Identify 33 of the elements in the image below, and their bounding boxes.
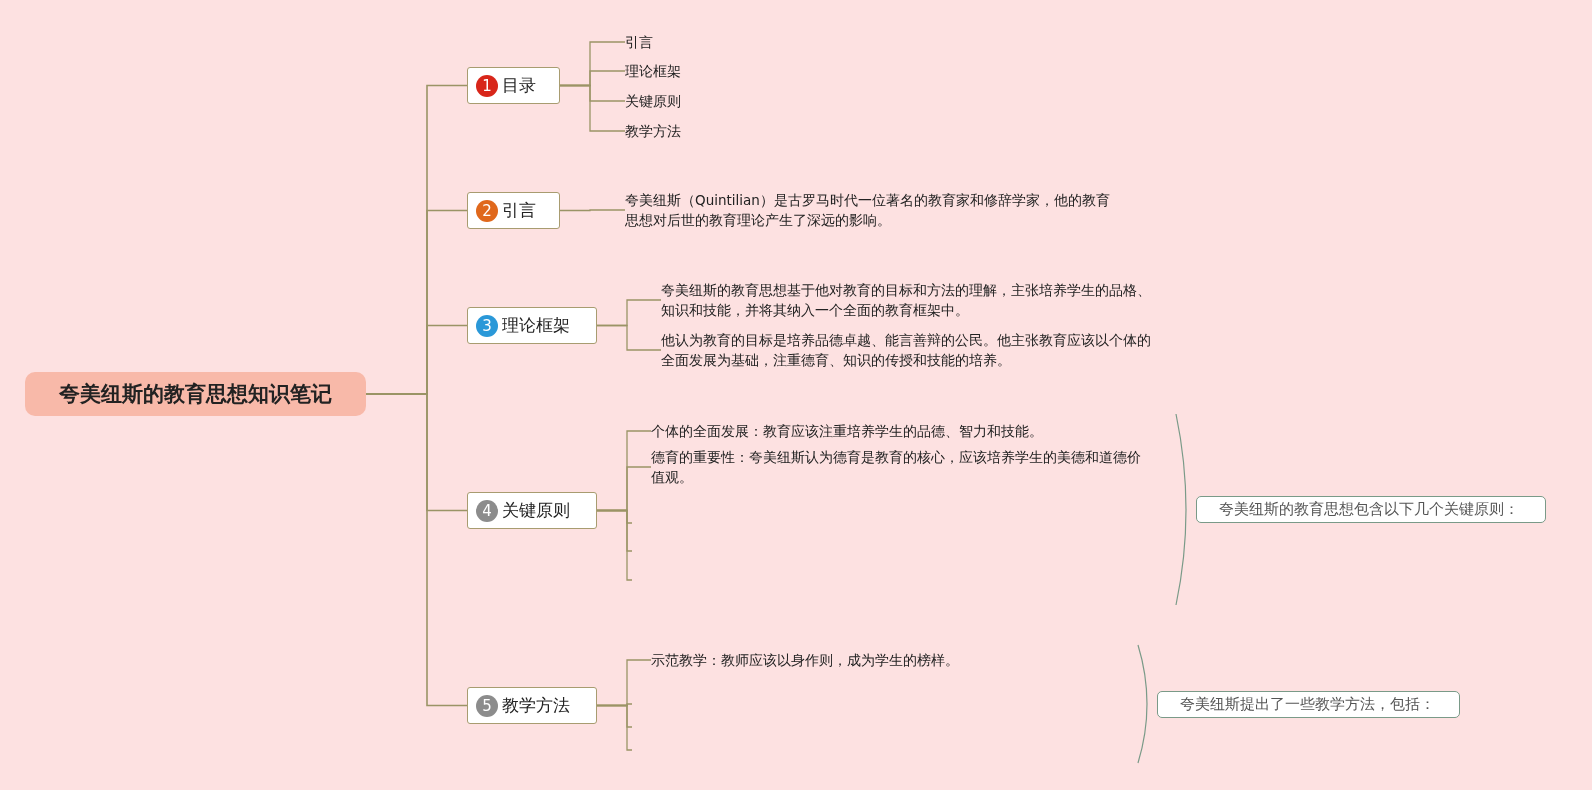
branch-text: 夸美纽斯的教育思想基于他对教育的目标和方法的理解，主张培养学生的品格、知识和技能，并将其纳入一个全面的教育框架中。	[661, 280, 1161, 320]
topic-label: 教学方法	[502, 694, 570, 717]
topic-box	[467, 307, 597, 344]
branch-text: 示范教学：教师应该以身作则，成为学生的榜样。	[651, 650, 1051, 670]
number-badge: 4	[476, 499, 498, 522]
branch-text: 他认为教育的目标是培养品德卓越、能言善辩的公民。他主张教育应该以个体的全面发展为基础，注重德育、知识的传授和技能的培养。	[661, 330, 1161, 370]
topic-label: 目录	[502, 74, 536, 97]
topic-box	[467, 492, 597, 529]
topic-label: 理论框架	[502, 314, 570, 337]
number-badge: 2	[476, 199, 498, 222]
branch-text: 个体的全面发展：教育应该注重培养学生的品德、智力和技能。	[651, 421, 1141, 441]
connector-line	[596, 509, 633, 581]
connector-line	[596, 704, 633, 751]
topic-label: 关键原则	[502, 499, 570, 522]
branch-text: 教学方法	[625, 121, 705, 141]
number-badge: 5	[476, 694, 498, 717]
topic-box	[467, 67, 560, 104]
summary-box: 夸美纽斯的教育思想包含以下几个关键原则：	[1196, 496, 1546, 523]
topic-box	[467, 192, 560, 229]
branch-text: 夸美纽斯（Quintilian）是古罗马时代一位著名的教育家和修辞学家，他的教育思想对后世的教育理论产生了深远的影响。	[625, 190, 1123, 230]
topic-label: 引言	[502, 199, 536, 222]
number-badge: 3	[476, 314, 498, 337]
connector-line	[559, 209, 626, 212]
topic-box	[467, 687, 597, 724]
summary-box: 夸美纽斯提出了一些教学方法，包括：	[1157, 691, 1460, 718]
central-topic: 夸美纽斯的教育思想知识笔记	[25, 372, 366, 416]
number-badge: 1	[476, 74, 498, 97]
branch-text: 理论框架	[625, 61, 705, 81]
branch-text: 关键原则	[625, 91, 705, 111]
connector-line	[559, 84, 626, 132]
branch-text: 引言	[625, 32, 695, 52]
connector-line	[596, 324, 662, 351]
branch-text: 德育的重要性：夸美纽斯认为德育是教育的核心，应该培养学生的美德和道德价值观。	[651, 447, 1151, 487]
